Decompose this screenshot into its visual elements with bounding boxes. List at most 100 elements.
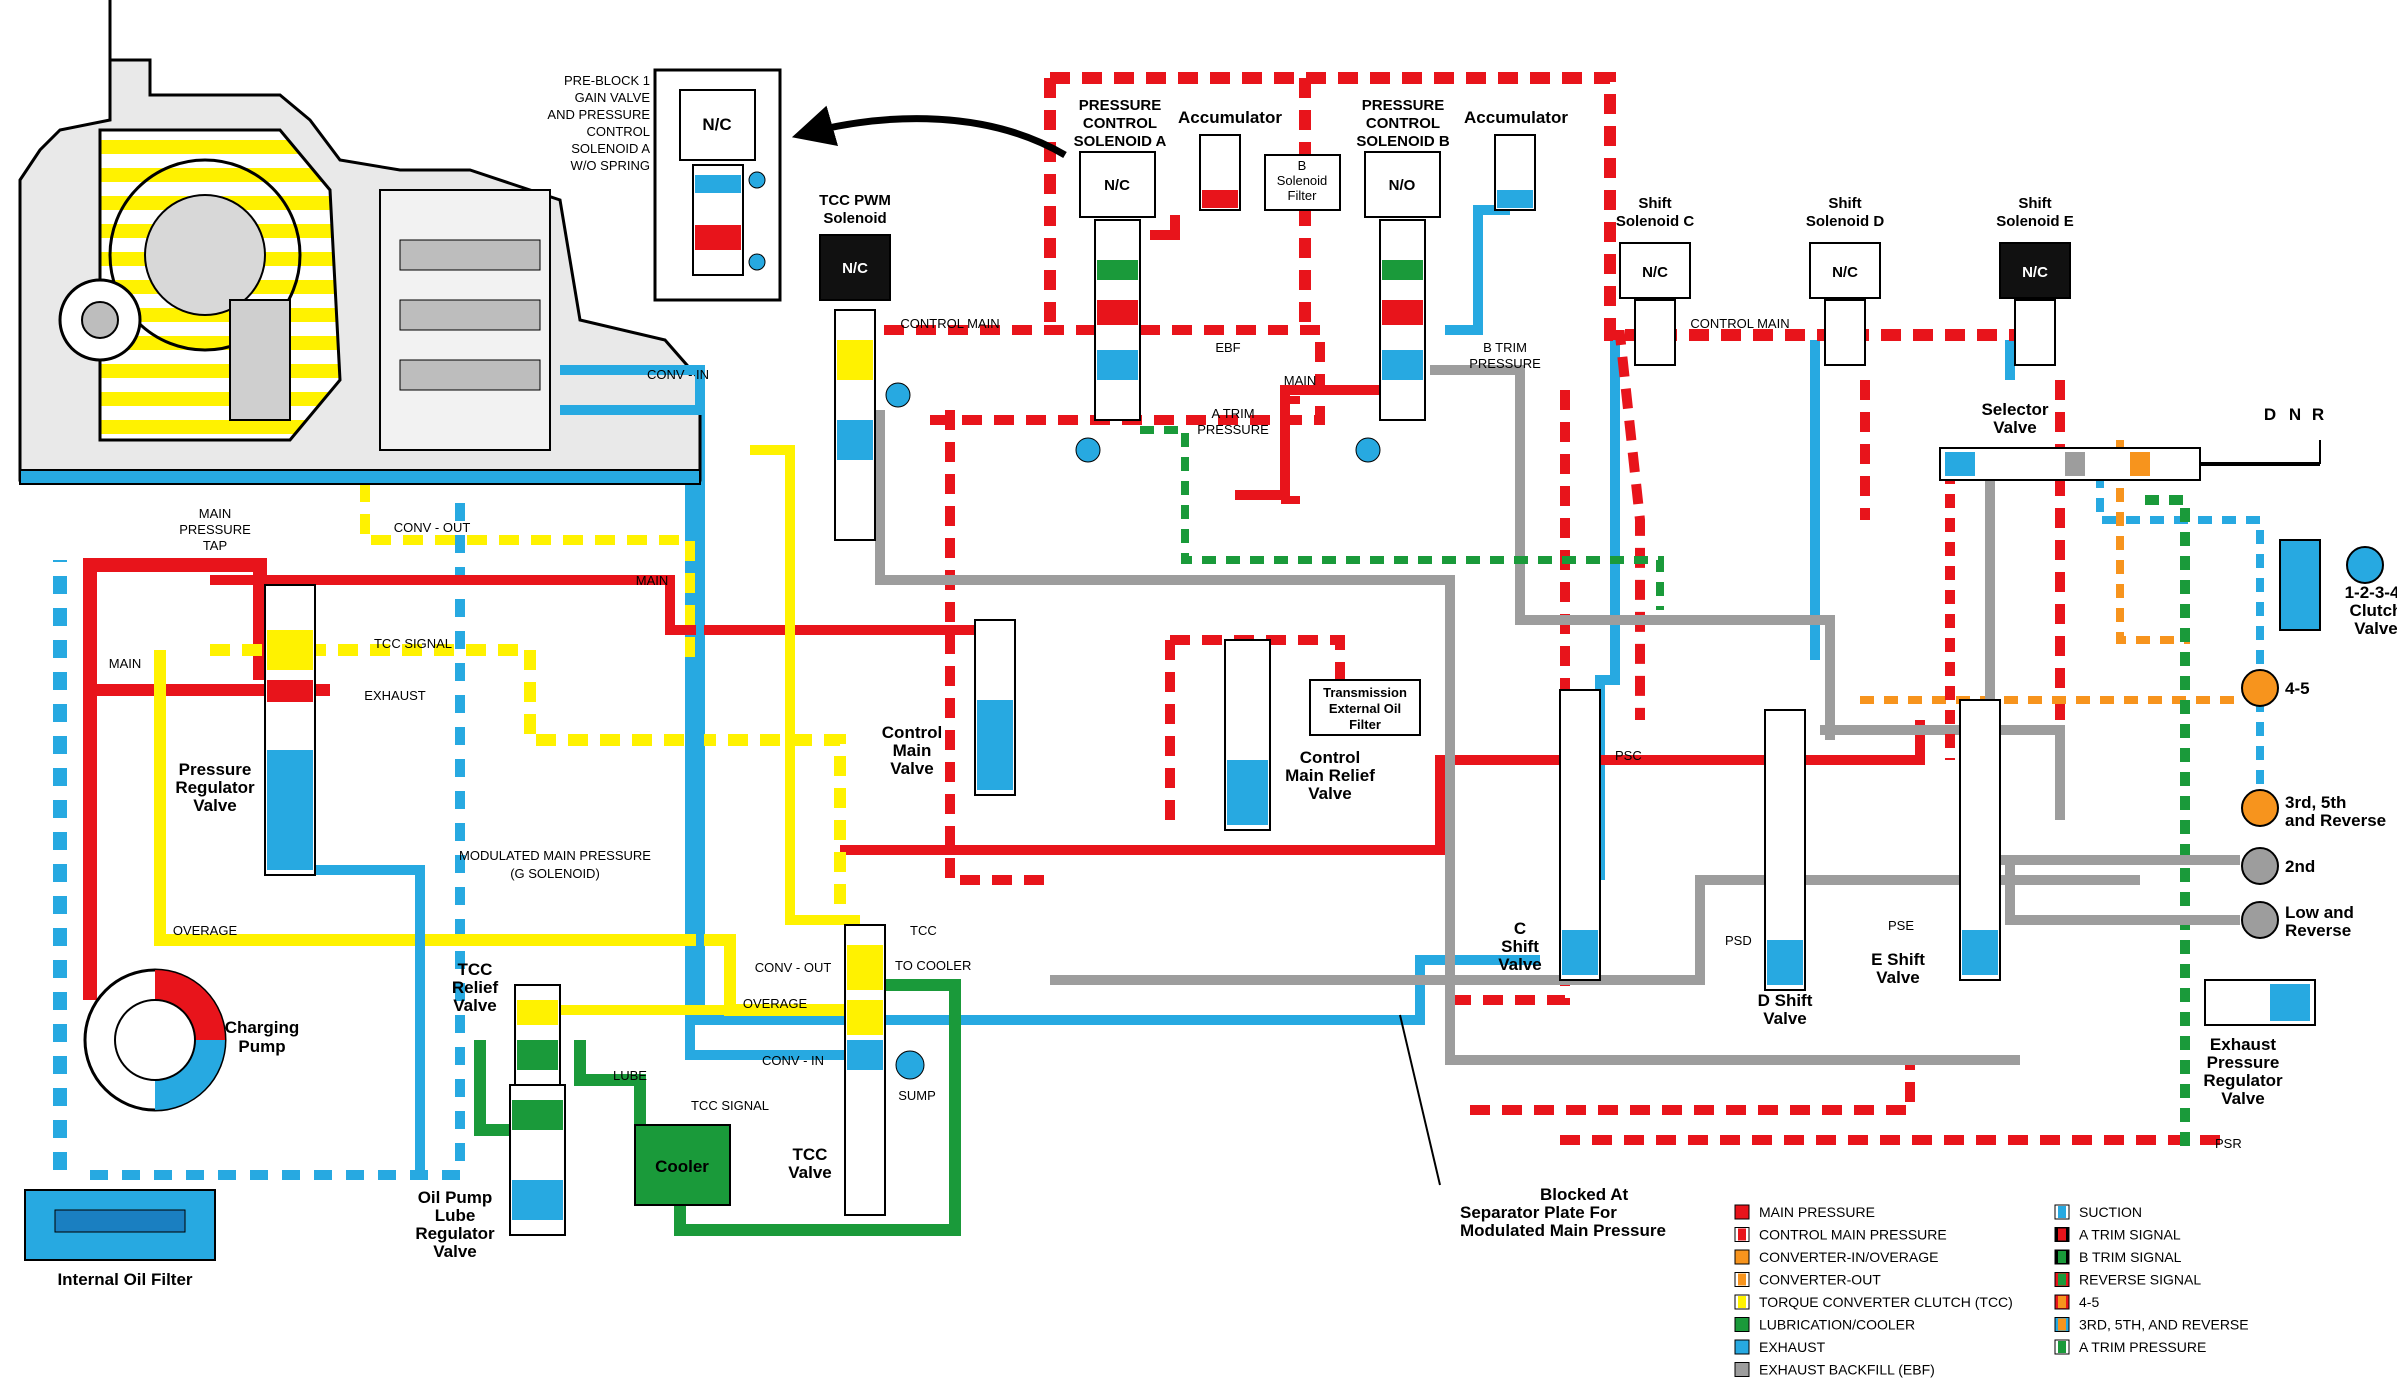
- inset-line-2: GAIN VALVE: [575, 90, 651, 105]
- pcb-title-3: SOLENOID B: [1356, 133, 1450, 150]
- control-main-relief-label-1: Control: [1300, 748, 1360, 767]
- charging-pump-label-2: Pump: [238, 1037, 285, 1056]
- d-shift-label-1: D Shift: [1758, 991, 1813, 1010]
- legend-swatch-stripe: [2058, 1228, 2066, 1241]
- shift-d-type: N/C: [1832, 264, 1858, 281]
- conv-in-2-label: CONV - IN: [762, 1053, 824, 1068]
- conv-in-top-label: CONV - IN: [647, 367, 709, 382]
- tcc-pwm-title-2: Solenoid: [823, 210, 886, 227]
- oil-pump-lube-label-3: Regulator: [415, 1224, 495, 1243]
- legend-swatch-stripe: [2058, 1251, 2066, 1263]
- line-labels: CONTROL MAIN CONTROL MAIN EBF MAIN B TRI…: [109, 316, 2242, 1240]
- legend-swatch-stripe: [1738, 1363, 1746, 1376]
- tcc-valve: TCC Valve: [788, 924, 925, 1216]
- main-line-pca: [1150, 215, 1180, 240]
- main-line-mid: [210, 575, 1000, 635]
- suction-line-bottom: [90, 490, 465, 1180]
- legend-label: B TRIM SIGNAL: [2079, 1249, 2182, 1265]
- main-top-label: MAIN: [1284, 373, 1317, 388]
- d-shift-label-2: Valve: [1763, 1009, 1807, 1028]
- e-shift-valve: E Shift Valve: [1871, 699, 2001, 987]
- signal-4-5: [1860, 440, 2240, 704]
- pressure-regulator-valve: Pressure Regulator Valve: [175, 584, 316, 876]
- tcc-signal-line: [210, 644, 846, 920]
- tcc-valve-label-2: Valve: [788, 1163, 832, 1182]
- e-shift-label-2: Valve: [1876, 968, 1920, 987]
- legend-item: EXHAUST BACKFILL (EBF): [1734, 1362, 1935, 1378]
- pca-title-2: CONTROL: [1083, 115, 1157, 132]
- c-shift-label-2: Shift: [1501, 937, 1539, 956]
- accumulator-b-label: Accumulator: [1464, 108, 1568, 127]
- overage-left-label: OVERAGE: [173, 923, 238, 938]
- clutch-low-reverse: Low and Reverse: [2241, 901, 2354, 940]
- blocked-label-3: Modulated Main Pressure: [1460, 1221, 1666, 1240]
- tcc-pwm-title-1: TCC PWM: [819, 192, 891, 209]
- legend-item: MAIN PRESSURE: [1734, 1204, 1875, 1220]
- legend-item: EXHAUST: [1734, 1339, 1826, 1355]
- inset-line-3: AND PRESSURE: [547, 107, 650, 122]
- main-line-left: [83, 558, 267, 1000]
- lube-label: LUBE: [613, 1068, 647, 1083]
- signal-reverse: [2145, 495, 2190, 1150]
- tcc-relief-label-2: Relief: [452, 978, 499, 997]
- legend-swatch-stripe: [2058, 1341, 2066, 1353]
- charging-pump-label-1: Charging: [225, 1018, 300, 1037]
- legend-item: 3RD, 5TH, AND REVERSE: [2054, 1317, 2249, 1333]
- conv-out-2-label: CONV - OUT: [755, 960, 832, 975]
- a-trim-line: [1140, 426, 1664, 610]
- cooler-label: Cooler: [655, 1157, 709, 1176]
- legend-item: 4-5: [2054, 1294, 2099, 1310]
- oil-pump-lube-label-4: Valve: [433, 1242, 477, 1261]
- b-filter-line-2: Solenoid: [1277, 173, 1328, 188]
- to-cooler-label: TO COOLER: [895, 958, 971, 973]
- clutch-low-r-label-2: Reverse: [2285, 921, 2351, 940]
- b-solenoid-filter: B Solenoid Filter: [1264, 154, 1341, 211]
- tcc-signal-top-label: TCC SIGNAL: [374, 636, 452, 651]
- legend-item: CONVERTER-IN/OVERAGE: [1734, 1249, 1938, 1265]
- control-main-relief-label-3: Valve: [1308, 784, 1352, 803]
- pcb-title-1: PRESSURE: [1362, 97, 1445, 114]
- inset-line-5: SOLENOID A: [571, 141, 650, 156]
- blocked-label-2: Separator Plate For: [1460, 1203, 1617, 1222]
- tcc-right-label: TCC: [910, 923, 937, 938]
- exhaust-reg-label-3: Regulator: [2203, 1071, 2283, 1090]
- charging-pump: Charging Pump: [83, 968, 300, 1112]
- legend-label: A TRIM SIGNAL: [2079, 1227, 2181, 1243]
- legend-swatch-stripe: [2058, 1318, 2066, 1331]
- legend-label: EXHAUST BACKFILL (EBF): [1759, 1362, 1935, 1378]
- pressure-regulator-label-2: Regulator: [175, 778, 255, 797]
- legend-swatch-stripe: [1738, 1228, 1746, 1241]
- ebf-line-low: [1050, 875, 2140, 985]
- exhaust-reg-label-1: Exhaust: [2210, 1035, 2276, 1054]
- control-main-bottom: [1470, 1055, 1950, 1115]
- clutch-4-5-label: 4-5: [2285, 679, 2310, 698]
- shift-c-title-2: Solenoid C: [1616, 213, 1695, 230]
- main-line-to-valves: [840, 720, 1925, 855]
- drive-d: D: [2264, 405, 2276, 424]
- inset-line-4: CONTROL: [586, 124, 650, 139]
- transmission-external-filter: Transmission External Oil Filter: [1309, 679, 1421, 736]
- modulated-label-2: (G SOLENOID): [510, 866, 600, 881]
- psd-label: PSD: [1725, 933, 1752, 948]
- legend-label: CONVERTER-OUT: [1759, 1272, 1881, 1288]
- legend-item: CONVERTER-OUT: [1734, 1272, 1881, 1288]
- legend-label: 4-5: [2079, 1294, 2099, 1310]
- control-main-frame: [1044, 78, 1311, 330]
- shift-e-title-2: Solenoid E: [1996, 213, 2074, 230]
- legend-swatch-stripe: [1738, 1296, 1746, 1308]
- control-main-top: [1050, 72, 2030, 341]
- oil-pump-lube-label-2: Lube: [435, 1206, 476, 1225]
- shift-solenoid-e: Shift Solenoid E N/C: [1996, 195, 2074, 366]
- accumulator-a: Accumulator: [1178, 108, 1282, 211]
- blocked-pointer: [1399, 1014, 1441, 1186]
- exhaust-reg-label-4: Valve: [2221, 1089, 2265, 1108]
- pca-title-3: SOLENOID A: [1074, 133, 1167, 150]
- shift-e-title-1: Shift: [2018, 195, 2051, 212]
- pca-title-1: PRESSURE: [1079, 97, 1162, 114]
- legend-item: LUBRICATION/COOLER: [1734, 1317, 1915, 1333]
- sump-label: SUMP: [898, 1088, 936, 1103]
- pcb-exhaust-port: [1355, 437, 1381, 463]
- drive-r: R: [2312, 405, 2324, 424]
- conv-out-line: [360, 450, 695, 660]
